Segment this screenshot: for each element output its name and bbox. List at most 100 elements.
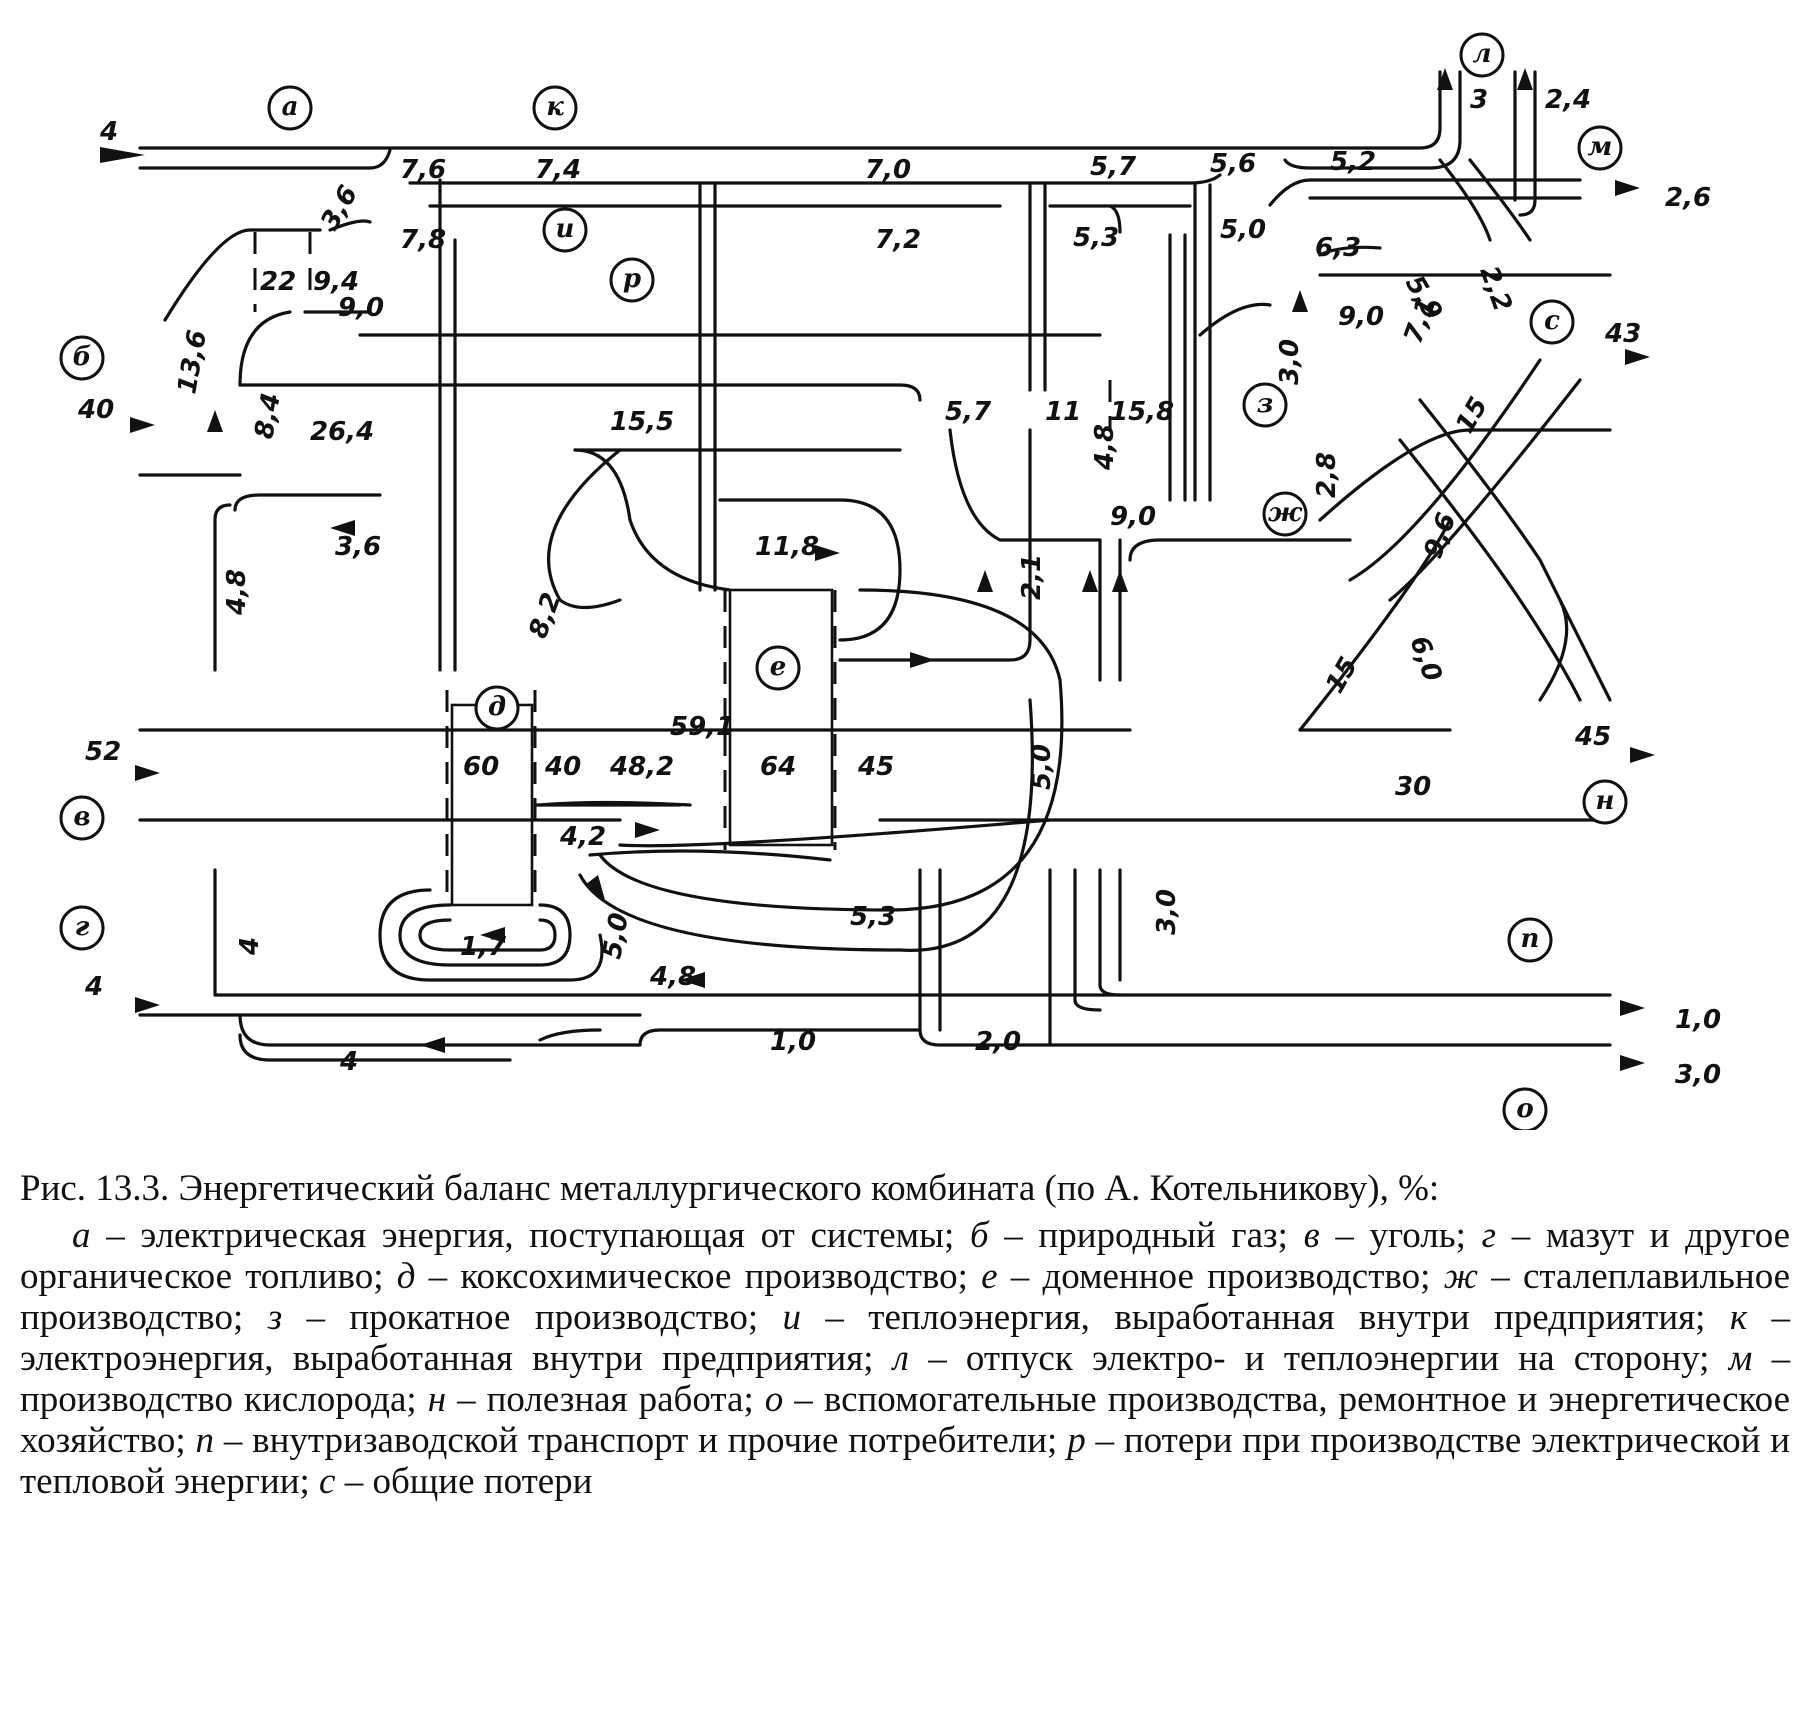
legend-key: з	[267, 1297, 283, 1338]
node-label-a: а	[267, 85, 313, 131]
node-label-circle	[1577, 125, 1623, 171]
node-label-r: р	[609, 257, 655, 303]
node-label-circle	[1507, 917, 1553, 963]
flow-value: 2,8	[1312, 452, 1342, 498]
legend-text: – производство кислорода;	[20, 1338, 1791, 1420]
flow-value: 4	[84, 972, 103, 1002]
legend-key: л	[892, 1338, 909, 1379]
legend-key: г	[1481, 1215, 1497, 1256]
node-label-circle	[542, 207, 588, 253]
node-label-letter: д	[488, 692, 506, 722]
legend-text: – электроэнергия, выработанная внутри пр…	[20, 1297, 1791, 1379]
flow-value: 4,2	[559, 822, 606, 852]
node-label-letter: к	[546, 92, 564, 122]
flow-value: 5,3	[850, 902, 896, 932]
flow-value: 5,6	[1210, 149, 1256, 179]
caption-title: Рис. 13.3. Энергетический баланс металлу…	[20, 1168, 1440, 1209]
flow-value: 7,0	[865, 155, 911, 185]
legend-text: – коксохимическое производство;	[428, 1256, 968, 1297]
node-label-m: м	[1577, 125, 1623, 171]
flow-value: 7,6	[400, 155, 446, 185]
node-label-circle	[59, 335, 105, 381]
flow-value: 11	[1045, 397, 1081, 427]
flow-value: 9,4	[313, 267, 359, 297]
flow-value: 15	[1320, 652, 1364, 698]
flow-value: 64	[760, 752, 796, 782]
node-label-circle	[755, 645, 801, 691]
legend-key: а	[72, 1215, 91, 1256]
node-label-circle	[1529, 299, 1575, 345]
node-label-letter: м	[1588, 132, 1613, 162]
node-label-letter: о	[1516, 1094, 1533, 1124]
node-label-letter: е	[770, 652, 787, 682]
flow-value: 8,4	[249, 391, 287, 442]
flow-value: 2,2	[1473, 262, 1517, 316]
legend-text: – уголь;	[1335, 1215, 1466, 1256]
flow-arrows	[100, 68, 1655, 1071]
legend-key: р	[1067, 1420, 1086, 1461]
flow-value: 2,0	[975, 1027, 1021, 1057]
flow-value: 40	[544, 752, 581, 782]
flow-value: 3	[1470, 85, 1488, 115]
flow-value: 52	[85, 737, 121, 767]
flow-value: 1,7	[460, 932, 507, 962]
node-label-b: б	[59, 335, 105, 381]
node-label-e: е	[755, 645, 801, 691]
flow-value: 15,5	[610, 407, 674, 437]
legend-key: в	[1303, 1215, 1320, 1256]
flow-value: 4,8	[222, 569, 252, 616]
flow-value: 2,6	[1665, 183, 1711, 213]
flow-value: 5,7	[945, 397, 992, 427]
legend-key: ж	[1443, 1256, 1479, 1297]
node-label-o: о	[1502, 1087, 1548, 1130]
flow-value: 5,0	[1220, 215, 1266, 245]
node-label-circle	[1262, 491, 1308, 537]
node-label-letter: з	[1257, 389, 1274, 419]
flow-value: 5,7	[1090, 152, 1137, 182]
figure-caption: Рис. 13.3. Энергетический баланс металлу…	[20, 1168, 1790, 1502]
legend-key: н	[427, 1379, 447, 1420]
flow-value: 3,0	[1675, 1060, 1721, 1090]
flow-value: 7,4	[535, 155, 581, 185]
flow-value: 5,0	[597, 911, 635, 962]
flow-value: 59,1	[670, 712, 734, 742]
legend-text: – прокатное производство;	[306, 1297, 759, 1338]
node-label-g: г	[59, 905, 105, 951]
flow-value: 1,0	[770, 1027, 816, 1057]
flow-value: 48,2	[609, 752, 674, 782]
node-label-circle	[532, 85, 578, 131]
flow-value: 26,4	[310, 417, 374, 447]
legend-key: п	[195, 1420, 214, 1461]
flow-value: 9,6	[1418, 509, 1462, 563]
legend-text: – отпуск электро- и теплоэнергии на стор…	[928, 1338, 1710, 1379]
flow-value: 4	[339, 1047, 358, 1077]
flow-value: 40	[77, 395, 114, 425]
legend-text: – теплоэнергия, выработанная внутри пред…	[825, 1297, 1706, 1338]
legend-text: – вспомогательные производства, ремонтно…	[20, 1379, 1791, 1461]
node-label-circle	[59, 795, 105, 841]
node-label-letter: р	[623, 264, 641, 294]
legend-key: м	[1728, 1338, 1753, 1379]
flow-value: 13,6	[172, 328, 213, 396]
flow-value: 15,8	[1110, 397, 1174, 427]
legend-key: с	[319, 1461, 336, 1502]
flow-value: 5,0	[1027, 744, 1057, 790]
legend-text: – мазут и другое органическое топливо;	[20, 1215, 1791, 1297]
node-label-zh: ж	[1262, 491, 1308, 537]
node-label-i: и	[542, 207, 588, 253]
flow-value: 4	[235, 937, 265, 956]
legend-text: – сталеплавильное производство;	[20, 1256, 1791, 1338]
caption-legend: а – электрическая энергия, поступающая о…	[20, 1215, 1790, 1502]
node-label-circle	[267, 85, 313, 131]
legend-text: – полезная работа;	[457, 1379, 754, 1420]
flow-value: 4,8	[649, 962, 696, 992]
node-label-z: з	[1242, 382, 1288, 428]
flow-value: 1,0	[1675, 1005, 1721, 1035]
node-label-circle	[609, 257, 655, 303]
node-label-letter: с	[1544, 306, 1560, 336]
node-label-letter: и	[556, 214, 575, 244]
legend-text: – природный газ;	[1004, 1215, 1288, 1256]
flow-value: 30	[1395, 772, 1431, 802]
